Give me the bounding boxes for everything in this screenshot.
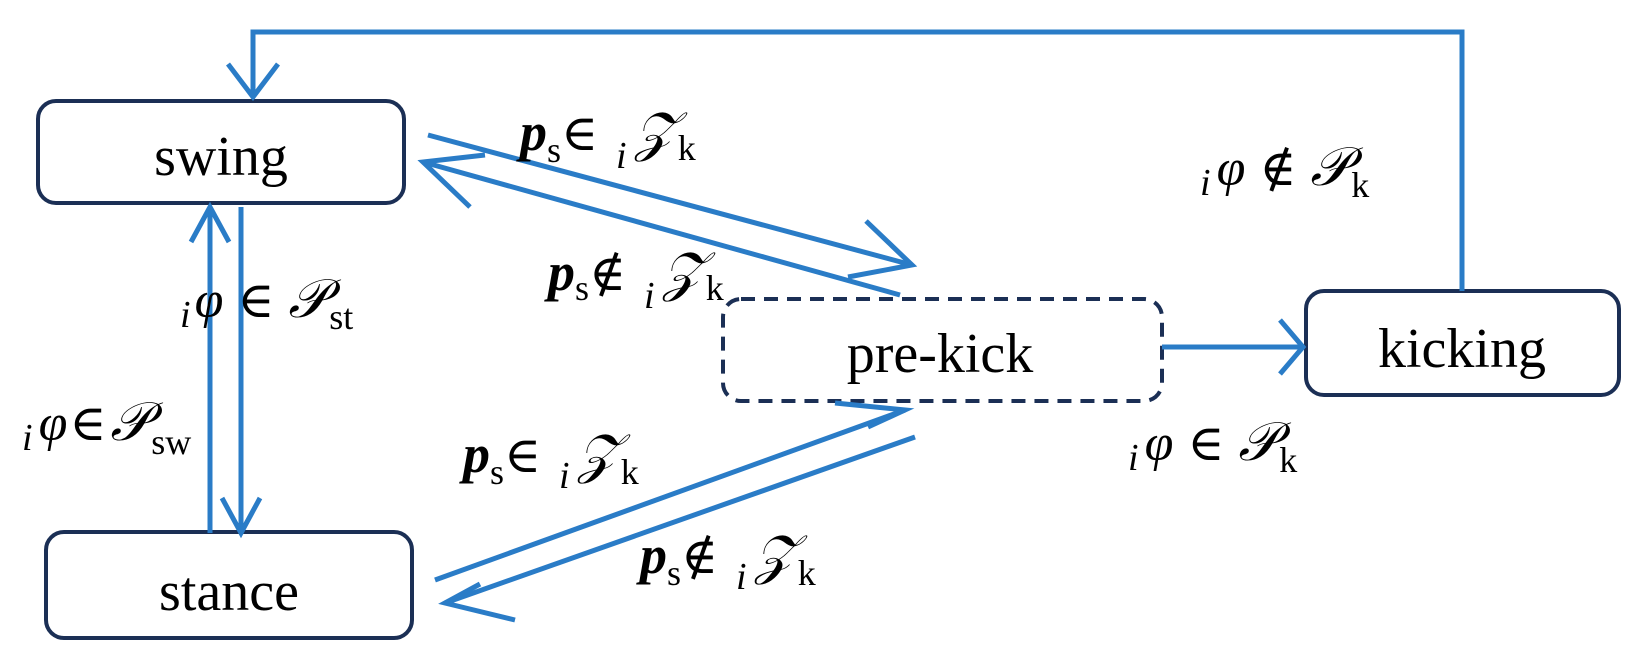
condition-swing-to-stance: iφ∈𝒫st — [180, 269, 353, 337]
state-swing-label: swing — [154, 126, 288, 188]
state-prekick-label: pre-kick — [847, 323, 1034, 385]
state-swing: swing — [36, 99, 406, 205]
state-stance: stance — [44, 530, 414, 640]
arrow-stance-to-swing — [188, 201, 232, 533]
arrow-prekick-to-kicking — [1162, 318, 1307, 376]
arrow-swing-to-stance — [219, 207, 263, 539]
arrow-kicking-to-swing — [226, 29, 1465, 291]
arrow-prekick-to-swing — [417, 152, 901, 298]
state-kicking: kicking — [1304, 289, 1621, 397]
state-kicking-label: kicking — [1378, 318, 1546, 380]
arrow-stance-to-prekick — [434, 400, 915, 583]
state-stance-label: stance — [159, 561, 299, 623]
state-prekick: pre-kick — [721, 297, 1164, 403]
arrow-prekick-to-stance — [438, 434, 916, 623]
arrow-swing-to-prekick — [427, 132, 918, 280]
